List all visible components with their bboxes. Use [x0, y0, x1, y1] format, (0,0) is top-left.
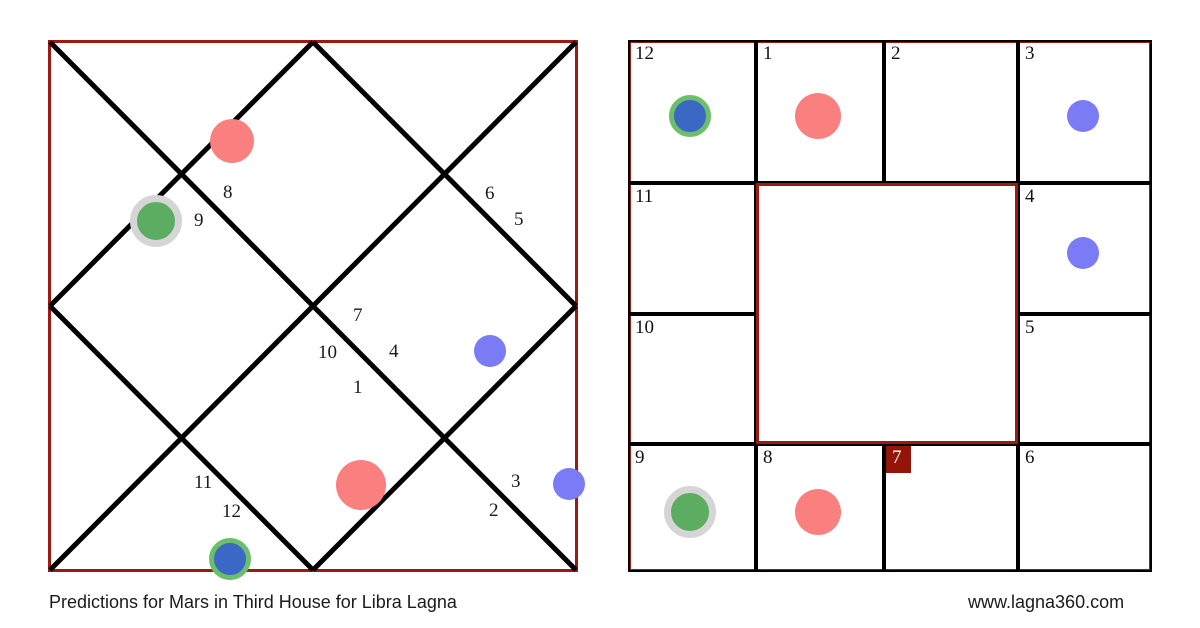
- north-chart-gridlines: [48, 40, 578, 572]
- north-house-number-1: 1: [353, 377, 363, 398]
- south-house-number-9: 9: [635, 447, 645, 468]
- south-house-cell-2[interactable]: 2: [884, 40, 1018, 183]
- planet-dot-blue-ringed: [669, 94, 711, 137]
- planet-dot-green-ringed: [130, 195, 182, 247]
- north-house-number-11: 11: [194, 472, 213, 493]
- planet-dot-purple: [474, 335, 506, 367]
- north-house-number-9: 9: [194, 210, 204, 231]
- south-house-cell-6[interactable]: 6: [1018, 444, 1152, 572]
- planet-dot-purple: [1067, 236, 1099, 269]
- south-house-number-8: 8: [763, 447, 773, 468]
- planet-dot-purple: [1067, 99, 1099, 132]
- south-house-cell-11[interactable]: 11: [628, 183, 756, 314]
- south-house-number-7: 7: [886, 446, 911, 473]
- south-house-number-2: 2: [891, 43, 901, 64]
- planet-dot-red: [336, 460, 386, 510]
- south-house-number-1: 1: [763, 43, 773, 64]
- north-house-number-4: 4: [389, 341, 399, 362]
- website-watermark: www.lagna360.com: [968, 592, 1125, 612]
- planet-dot-purple: [553, 468, 585, 500]
- north-house-number-10: 10: [318, 342, 337, 363]
- north-house-number-6: 6: [485, 183, 495, 204]
- south-house-cell-7[interactable]: 7: [884, 444, 1018, 572]
- south-house-cell-1[interactable]: 1: [756, 40, 884, 183]
- north-house-number-3: 3: [511, 471, 521, 492]
- planet-dot-red: [795, 489, 841, 535]
- south-house-number-11: 11: [635, 186, 654, 207]
- south-house-number-12: 12: [635, 43, 654, 64]
- south-house-number-4: 4: [1025, 186, 1035, 207]
- south-house-number-3: 3: [1025, 43, 1035, 64]
- planet-dot-blue-ringed: [209, 538, 251, 580]
- north-house-number-5: 5: [514, 209, 524, 230]
- north-house-number-2: 2: [489, 500, 499, 521]
- north-house-number-7: 7: [353, 305, 363, 326]
- south-house-number-5: 5: [1025, 317, 1035, 338]
- planet-dot-red: [210, 119, 254, 163]
- south-house-cell-12[interactable]: 12: [628, 40, 756, 183]
- south-house-cell-4[interactable]: 4: [1018, 183, 1152, 314]
- page-title-caption: Predictions for Mars in Third House for …: [49, 592, 457, 612]
- south-house-cell-3[interactable]: 3: [1018, 40, 1152, 183]
- south-house-number-10: 10: [635, 317, 654, 338]
- north-chart-frame: [48, 40, 578, 572]
- planet-dot-green-ringed: [664, 486, 716, 538]
- north-house-number-8: 8: [223, 182, 233, 203]
- south-house-cell-10[interactable]: 10: [628, 314, 756, 444]
- south-chart-inner-frame: [756, 183, 1018, 444]
- south-house-cell-9[interactable]: 9: [628, 444, 756, 572]
- south-house-number-6: 6: [1025, 447, 1035, 468]
- south-house-cell-8[interactable]: 8: [756, 444, 884, 572]
- planet-dot-red: [795, 92, 841, 139]
- north-house-number-12: 12: [222, 501, 241, 522]
- south-house-cell-5[interactable]: 5: [1018, 314, 1152, 444]
